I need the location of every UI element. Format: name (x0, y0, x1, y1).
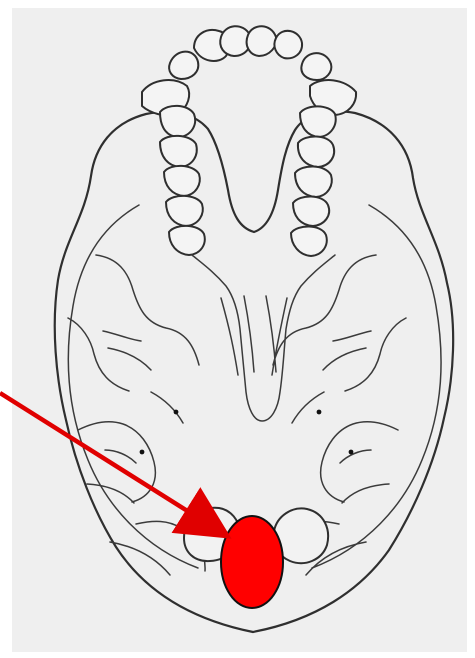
left-tooth-column (160, 106, 205, 255)
right-small-foramen-marker (349, 450, 354, 455)
right-tooth-column (291, 106, 336, 256)
red-highlight-ellipse (221, 516, 283, 608)
right-small-foramen-marker (317, 410, 322, 415)
right-ear-region (292, 392, 398, 502)
left-zygomatic-region (68, 255, 199, 391)
red-pointer-arrow (0, 393, 224, 534)
skull-inner-left-border (68, 205, 198, 568)
left-ear-region (78, 392, 183, 502)
upper-teeth-arch (142, 26, 356, 115)
left-small-foramen-marker (140, 450, 145, 455)
right-zygomatic-region (273, 255, 406, 391)
left-small-foramen-marker (174, 410, 179, 415)
central-palate-outline (192, 255, 335, 421)
central-process-lines (221, 296, 287, 375)
skull-inner-right-border (312, 205, 441, 568)
